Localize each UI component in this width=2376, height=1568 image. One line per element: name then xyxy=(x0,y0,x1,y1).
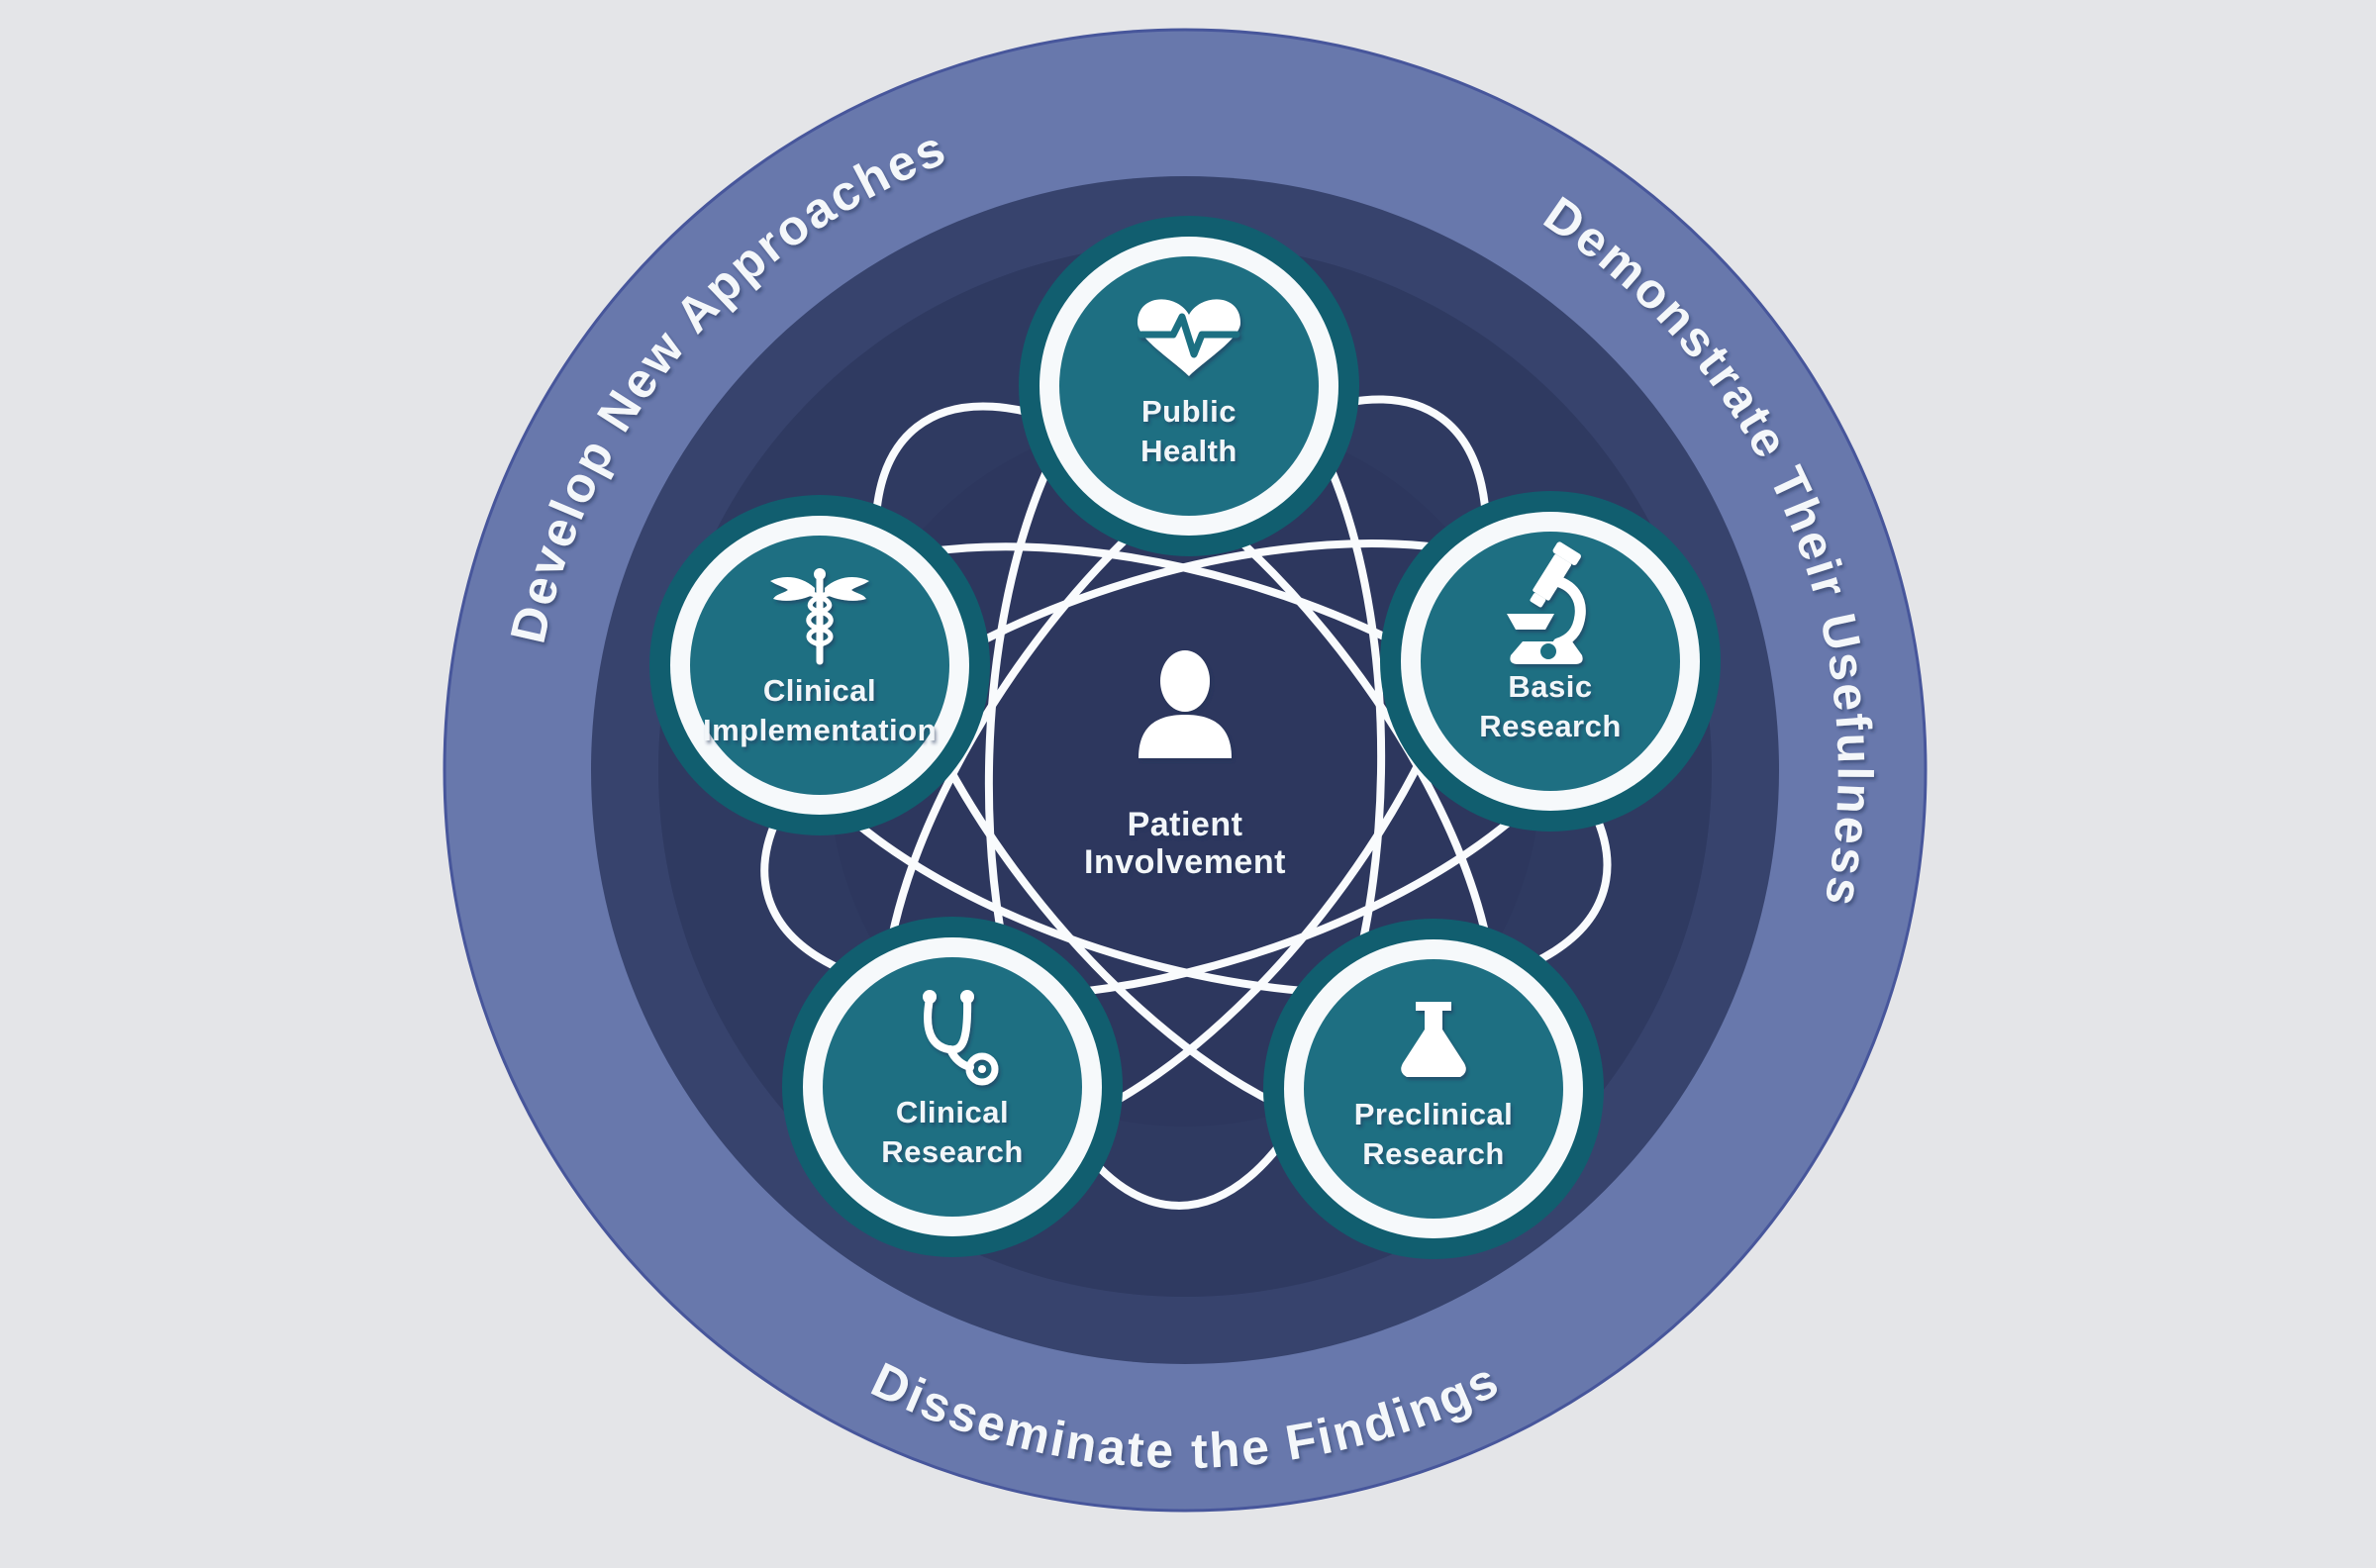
node-fill xyxy=(1059,256,1319,516)
node-label-line2: Research xyxy=(1362,1136,1505,1171)
node-public-health: Public Health xyxy=(1019,216,1359,556)
flask-shape xyxy=(1401,1002,1466,1077)
wing-left xyxy=(770,576,815,601)
microscope-stage xyxy=(1507,614,1554,630)
node-label-line2: Health xyxy=(1140,434,1238,468)
base-knob xyxy=(1540,643,1556,659)
node-label-line2: Implementation xyxy=(703,713,937,747)
caduceus-icon xyxy=(770,568,869,665)
microscope-tube xyxy=(1530,541,1581,608)
node-label-line1: Clinical xyxy=(763,673,876,708)
node-preclinical-research: Preclinical Research xyxy=(1263,919,1604,1259)
microscope-icon xyxy=(1507,541,1586,664)
node-label-line1: Preclinical xyxy=(1354,1097,1514,1131)
snake-left xyxy=(800,589,834,647)
node-label-line1: Basic xyxy=(1508,669,1592,704)
heart-pulse-icon xyxy=(1138,299,1240,376)
node-clinical-implementation: Clinical Implementation xyxy=(649,495,990,835)
stethoscope-icon xyxy=(923,990,999,1086)
node-fill xyxy=(1304,959,1563,1219)
center-hub-patient-involvement: Patient Involvement xyxy=(1084,650,1286,881)
wing-right xyxy=(825,576,869,601)
node-label-line1: Clinical xyxy=(896,1095,1009,1129)
chest-piece xyxy=(965,1052,999,1086)
node-label-line1: Public xyxy=(1141,394,1237,429)
node-basic-research: Basic Research xyxy=(1380,491,1721,832)
node-clinical-research: Clinical Research xyxy=(782,917,1123,1257)
flask-icon xyxy=(1401,1002,1466,1077)
center-label-line1: Patient xyxy=(1128,806,1243,843)
pulse-line xyxy=(1138,313,1240,358)
node-fill xyxy=(690,536,949,795)
objective-lens xyxy=(1530,593,1546,608)
node-label-line2: Research xyxy=(1479,709,1622,743)
node-label-line2: Research xyxy=(881,1134,1024,1169)
snake-right xyxy=(806,589,840,647)
person-icon xyxy=(1138,650,1232,758)
microscope-arm xyxy=(1546,574,1586,649)
node-fill xyxy=(823,957,1082,1217)
chest-piece-center xyxy=(978,1065,986,1073)
tube-body xyxy=(1533,554,1572,601)
eyepiece xyxy=(1552,541,1581,565)
center-label-line2: Involvement xyxy=(1084,843,1286,881)
person-icon-body xyxy=(1138,715,1232,758)
person-icon-head xyxy=(1160,650,1210,712)
